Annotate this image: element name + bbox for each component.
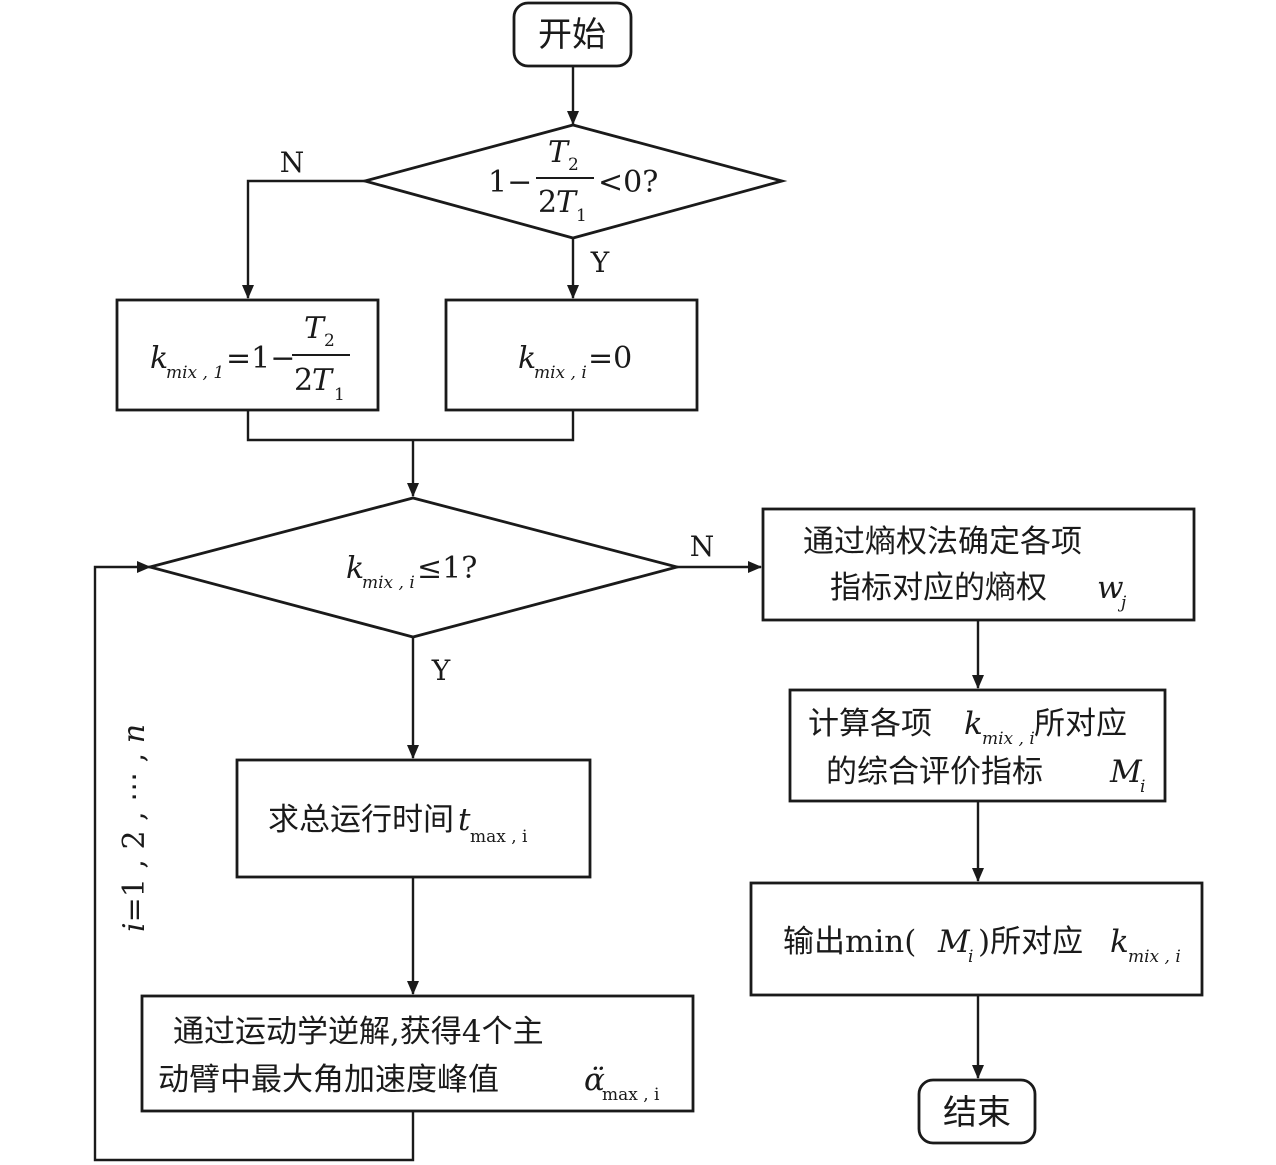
end-label: 结束 xyxy=(943,1093,1011,1133)
svg-text:α̈: α̈ xyxy=(584,1062,605,1098)
loop-index-label: i=1 , 2 , ⋯ , n xyxy=(117,724,152,932)
condition-2-formula: k mix , i ≤1? xyxy=(346,551,477,593)
start-terminal xyxy=(512,1,633,68)
svg-text:T: T xyxy=(304,311,326,346)
condition-1-diamond xyxy=(359,123,788,240)
svg-text:≤1?: ≤1? xyxy=(417,551,477,586)
kmix-zero-formula: k mix , i =0 xyxy=(518,341,632,383)
cond1-yes-label: Y xyxy=(590,246,610,279)
svg-text:通过运动学逆解,获得4个主: 通过运动学逆解,获得4个主 xyxy=(173,1014,544,1050)
condition-1-formula: 1− T 2 2 T 1 <0? xyxy=(488,135,658,226)
svg-text:计算各项: 计算各项 xyxy=(808,706,932,742)
svg-text:mix , i: mix , i xyxy=(1128,947,1181,967)
svg-text:T: T xyxy=(556,185,578,220)
svg-text:=1−: =1− xyxy=(226,341,295,376)
composite-index-text: 计算各项 k mix , i 所对应 的综合评价指标 M i xyxy=(808,706,1145,797)
svg-text:1: 1 xyxy=(334,385,345,405)
svg-text:k: k xyxy=(964,706,983,742)
cond1-no-label: N xyxy=(280,146,305,179)
svg-text:)所对应: )所对应 xyxy=(978,924,1083,960)
svg-text:T: T xyxy=(548,135,570,170)
svg-text:w: w xyxy=(1097,570,1124,606)
svg-text:j: j xyxy=(1117,593,1127,613)
svg-text:t: t xyxy=(458,802,471,838)
edge-loop-back xyxy=(93,561,415,1162)
svg-text:2: 2 xyxy=(324,331,335,351)
svg-text:k: k xyxy=(1110,924,1129,960)
composite-index-box xyxy=(788,688,1167,803)
svg-text:求总运行时间: 求总运行时间 xyxy=(268,802,454,838)
edge-cond1-no xyxy=(242,179,365,299)
svg-text:输出min(: 输出min( xyxy=(783,924,916,960)
svg-text:2: 2 xyxy=(538,185,557,220)
svg-text:2: 2 xyxy=(294,363,313,398)
svg-text:指标对应的熵权: 指标对应的熵权 xyxy=(830,570,1047,606)
end-terminal xyxy=(917,1078,1037,1145)
kmix-zero-box xyxy=(444,298,699,412)
output-text: 输出min( M i )所对应 k mix , i xyxy=(783,924,1181,967)
svg-text:1−: 1− xyxy=(488,165,532,200)
cond2-yes-label: Y xyxy=(431,654,451,687)
cond2-no-label: N xyxy=(690,530,715,563)
condition-2-diamond xyxy=(144,496,683,639)
total-time-text: 求总运行时间 t max , i xyxy=(268,802,528,847)
svg-text:1: 1 xyxy=(576,206,587,226)
svg-text:2: 2 xyxy=(568,155,579,175)
kmix1-formula: k mix , 1 =1− T 2 2 T 1 xyxy=(150,311,350,405)
svg-text:=0: =0 xyxy=(588,341,632,376)
start-label: 开始 xyxy=(538,15,606,55)
total-time-box xyxy=(235,758,592,879)
svg-text:的综合评价指标: 的综合评价指标 xyxy=(826,754,1043,790)
svg-text:k: k xyxy=(518,341,536,376)
svg-text:动臂中最大角加速度峰值: 动臂中最大角加速度峰值 xyxy=(158,1062,499,1098)
inverse-kinematics-box xyxy=(140,994,695,1113)
svg-text:i=1 , 2 , ⋯ , n: i=1 , 2 , ⋯ , n xyxy=(117,724,152,932)
svg-text:max , i: max , i xyxy=(602,1085,660,1105)
entropy-weight-box xyxy=(761,507,1196,622)
edge-merge xyxy=(246,410,575,442)
svg-text:max , i: max , i xyxy=(470,827,528,847)
svg-text:通过熵权法确定各项: 通过熵权法确定各项 xyxy=(803,524,1082,560)
svg-text:T: T xyxy=(312,363,334,398)
svg-text:i: i xyxy=(968,947,973,967)
entropy-weight-text: 通过熵权法确定各项 指标对应的熵权 w j xyxy=(803,524,1127,613)
svg-text:mix , i: mix , i xyxy=(982,729,1035,749)
svg-text:mix , i: mix , i xyxy=(362,573,415,593)
svg-text:所对应: 所对应 xyxy=(1034,706,1127,742)
svg-text:k: k xyxy=(346,551,364,586)
svg-text:M: M xyxy=(1109,754,1143,790)
svg-text:mix , i: mix , i xyxy=(534,363,587,383)
svg-text:mix , 1: mix , 1 xyxy=(166,363,224,383)
svg-text:k: k xyxy=(150,341,168,376)
output-box xyxy=(749,881,1204,997)
svg-text:<0?: <0? xyxy=(598,165,658,200)
svg-text:M: M xyxy=(937,924,971,960)
svg-text:i: i xyxy=(1140,777,1145,797)
inverse-kinematics-text: 通过运动学逆解,获得4个主 动臂中最大角加速度峰值 α̈ max , i xyxy=(158,1014,660,1105)
